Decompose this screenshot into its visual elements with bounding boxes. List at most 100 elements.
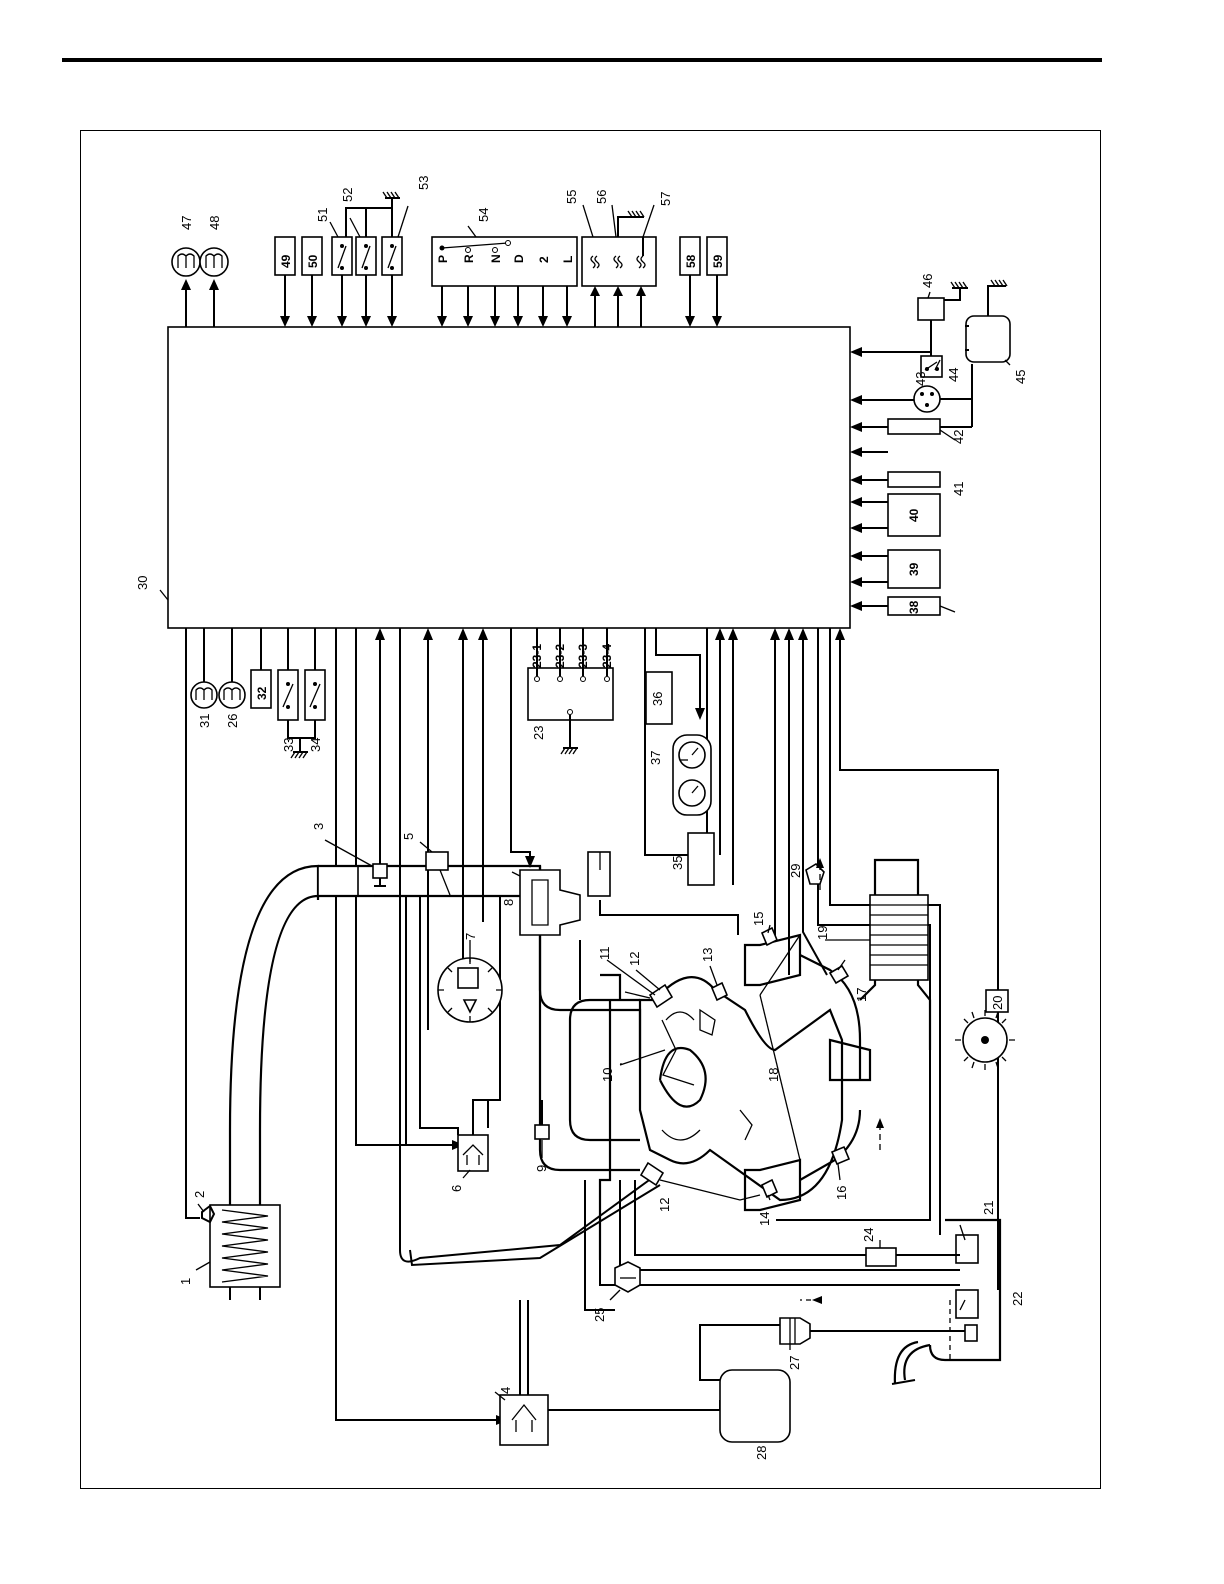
callout-4: 4: [498, 1387, 513, 1394]
callout-37: 37: [648, 751, 663, 765]
switch-52: [356, 237, 376, 275]
shift-pos-D: D: [512, 254, 526, 263]
callout-34: 34: [308, 738, 323, 752]
engine-block: [600, 975, 842, 1260]
crank-sensor-7: [438, 958, 502, 1022]
shift-pos-R: R: [462, 254, 476, 263]
injectors-10: [620, 1020, 694, 1085]
callout-26: 26: [225, 714, 240, 728]
arrow-53: [387, 316, 397, 327]
right-inputs: [850, 280, 1010, 615]
callout-55: 55: [564, 190, 579, 204]
callout-58: 58: [684, 254, 698, 268]
gauges-37: [673, 735, 711, 815]
callout-29: 29: [788, 864, 803, 878]
pin-contact: [506, 241, 511, 246]
air-cleaner-1: [210, 1205, 280, 1300]
callout-47: 47: [179, 216, 194, 230]
arrow-50: [307, 316, 317, 327]
callout-43: 43: [913, 372, 928, 386]
callout-39: 39: [907, 562, 921, 576]
shift-pos-2: 2: [537, 256, 551, 263]
exhaust-manifold: [745, 935, 870, 1210]
callout-38: 38: [907, 600, 921, 614]
arrow-48: [209, 279, 219, 290]
callout-42: 42: [951, 430, 966, 444]
callout-27: 27: [787, 1356, 802, 1370]
fuel-tank: [892, 1220, 1000, 1384]
callout-28: 28: [754, 1446, 769, 1460]
iac-valve-6: [406, 896, 500, 1171]
meter-48-icon: [200, 248, 228, 276]
callout-44: 44: [946, 368, 961, 382]
callout-14: 14: [757, 1212, 772, 1226]
box-35: [688, 833, 714, 885]
vss-wheel-20: [955, 990, 1015, 1070]
callout-54: 54: [476, 208, 491, 222]
sensor-14: [762, 1180, 777, 1197]
callout-31: 31: [197, 714, 212, 728]
pin-R: [466, 248, 471, 253]
arrow-59: [712, 316, 722, 327]
tp-sensor-5: [426, 852, 448, 870]
tachometer-47-icon: [172, 248, 200, 276]
switch-51: [332, 237, 352, 275]
callout-18: 18: [766, 1068, 781, 1082]
maf-sensor-3: [373, 864, 387, 886]
callout-12: 12: [627, 952, 642, 966]
callout-33: 33: [281, 738, 296, 752]
shift-pos-L: L: [561, 256, 575, 263]
pin-N: [493, 248, 498, 253]
callout-32: 32: [255, 686, 269, 700]
solenoid-wires: [590, 286, 646, 327]
callout-22: 22: [1010, 1292, 1025, 1306]
ground-53-icon: [383, 192, 400, 198]
intake-duct: [230, 866, 540, 1205]
callout-5: 5: [401, 833, 416, 840]
callout-20: 20: [990, 996, 1005, 1010]
shift-pivot: [440, 246, 445, 251]
callout-48: 48: [207, 216, 222, 230]
callout-57: 57: [658, 192, 673, 206]
callout-6: 6: [449, 1185, 464, 1192]
callout-35: 35: [670, 856, 685, 870]
callout-23-4: 23-4: [600, 644, 614, 668]
callout-11: 11: [597, 947, 612, 961]
spark-plugs-12: [625, 985, 672, 1185]
callout-46: 46: [920, 274, 935, 288]
callout-40: 40: [907, 508, 921, 522]
ecm-box: [168, 327, 850, 628]
callout-50: 50: [306, 254, 320, 268]
callout-3: 3: [311, 823, 326, 830]
callout-59: 59: [711, 254, 725, 268]
sensor-9: [535, 1100, 549, 1139]
shift-wires: [437, 286, 572, 327]
callout-13: 13: [700, 948, 715, 962]
regulator-25: [615, 1262, 640, 1292]
callout-56: 56: [594, 190, 609, 204]
callout-36: 36: [650, 692, 665, 706]
fuel-filter-27: [780, 1318, 970, 1344]
callout-21: 21: [981, 1201, 996, 1215]
callout-23: 23: [531, 726, 546, 740]
arrow-52: [361, 316, 371, 327]
callout-16: 16: [834, 1186, 849, 1200]
callout-15: 15: [751, 912, 766, 926]
switch-53: [382, 237, 402, 275]
callout-19: 19: [815, 926, 830, 940]
shift-pos-N: N: [489, 254, 503, 263]
leader-30: [160, 590, 168, 600]
callout-41: 41: [951, 482, 966, 496]
callout-52: 52: [340, 188, 355, 202]
arrow-58: [685, 316, 695, 327]
purge-pipe: [500, 1300, 790, 1445]
callout-10: 10: [600, 1068, 615, 1082]
ground-bus-51-53: [346, 198, 392, 237]
callout-1: 1: [178, 1278, 193, 1285]
shift-switch-54: [432, 237, 577, 286]
callout-53: 53: [416, 176, 431, 190]
callout-23-2: 23-2: [553, 644, 567, 668]
callout-25: 25: [592, 1308, 607, 1322]
converter-19: [860, 860, 930, 1050]
callout-23-1: 23-1: [530, 644, 544, 668]
